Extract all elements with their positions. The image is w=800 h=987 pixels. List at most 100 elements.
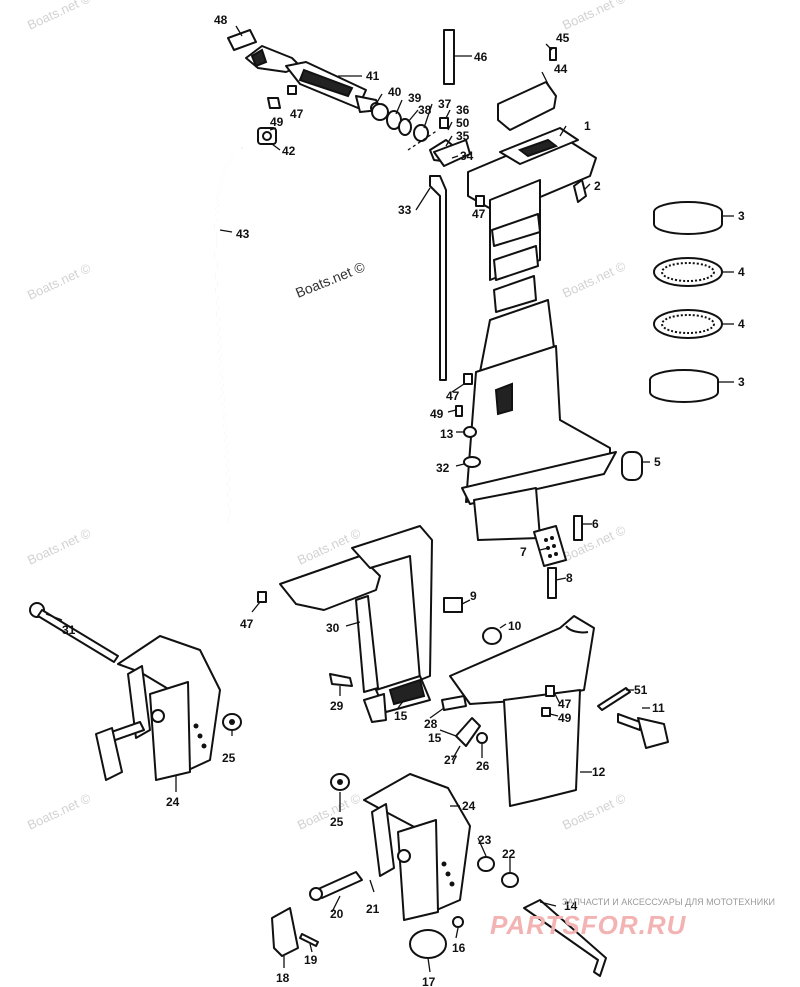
callout: 50	[456, 116, 470, 130]
watermark: Boats.net ©	[25, 525, 93, 568]
callout: 45	[556, 31, 570, 45]
stern-bracket-24-right	[363, 773, 471, 921]
shop-logo: PARTSFOR.RU	[490, 910, 687, 940]
callout: 41	[366, 69, 380, 83]
clamp-screw-20	[309, 871, 363, 901]
callout: 38	[418, 103, 432, 117]
bushing-10	[482, 627, 502, 645]
handle-18	[271, 907, 299, 957]
bolt-29	[329, 673, 353, 687]
clamp-bracket-12	[449, 615, 595, 807]
drive-shaft-housing-1	[461, 127, 617, 541]
pad-9	[443, 597, 463, 613]
washer-23	[477, 856, 495, 872]
callout: 23	[478, 833, 492, 847]
bolt-8	[547, 567, 557, 599]
callout: 24	[166, 795, 180, 809]
callout: 3	[738, 209, 745, 223]
callout: 26	[476, 759, 490, 773]
screw-47	[463, 373, 473, 385]
parts-layer	[29, 29, 723, 977]
plug-5	[621, 451, 643, 481]
callout: 16	[452, 941, 466, 955]
callout: 33	[398, 203, 412, 217]
plate-34	[433, 139, 471, 167]
callout: 47	[558, 697, 572, 711]
mount-rings	[649, 201, 723, 403]
callout: 19	[304, 953, 318, 967]
callout: 8	[566, 571, 573, 585]
stern-bracket-24-left	[117, 635, 221, 781]
bolt-31	[29, 602, 119, 663]
callout: 48	[214, 13, 228, 27]
nut-49	[455, 405, 463, 417]
callout: 14	[564, 899, 578, 913]
callout: 30	[326, 621, 340, 635]
callout: 28	[424, 717, 438, 731]
callout: 40	[388, 85, 402, 99]
rod-46	[443, 29, 455, 85]
callout: 44	[554, 62, 568, 76]
nut-49	[267, 97, 281, 109]
nut-22	[501, 872, 519, 888]
callout: 31	[62, 623, 76, 637]
callout: 39	[408, 91, 422, 105]
screw-47	[257, 591, 267, 603]
callout: 25	[222, 751, 236, 765]
screw-47	[287, 85, 297, 95]
callout: 7	[520, 545, 527, 559]
tilt-rod-14	[523, 899, 607, 977]
watermark: Boats.net ©	[25, 790, 93, 833]
lever-27	[455, 717, 481, 747]
watermark-main: Boats.net ©	[293, 258, 368, 301]
callout: 12	[592, 765, 606, 779]
cover-44	[497, 81, 557, 131]
callout: 4	[738, 265, 745, 279]
callout: 42	[282, 144, 296, 158]
washer-38	[398, 118, 412, 136]
callout: 27	[444, 753, 458, 767]
callout: 21	[366, 902, 380, 916]
watermark: Boats.net ©	[25, 0, 93, 33]
callout: 29	[330, 699, 344, 713]
callout: 15	[428, 731, 442, 745]
decal-48	[227, 29, 257, 51]
clamp-screw-left	[95, 721, 145, 781]
callout: 10	[508, 619, 522, 633]
callout: 15	[394, 709, 408, 723]
leader-lines	[45, 25, 734, 973]
callout: 37	[438, 97, 452, 111]
callout: 49	[558, 711, 572, 725]
callout: 18	[276, 971, 290, 985]
shop-watermark: ЗАПЧАСТИ И АКСЕССУАРЫ ДЛЯ МОТОТЕХНИКИ PA…	[490, 897, 775, 940]
callout: 47	[290, 107, 304, 121]
callout: 9	[470, 589, 477, 603]
shop-tagline: ЗАПЧАСТИ И АКСЕССУАРЫ ДЛЯ МОТОТЕХНИКИ	[562, 897, 775, 907]
watermark: Boats.net ©	[560, 790, 628, 833]
nut-49	[541, 707, 551, 717]
watermark: Boats.net ©	[25, 260, 93, 303]
callout: 5	[654, 455, 661, 469]
tilt-lever-11	[617, 713, 669, 749]
callout: 17	[422, 975, 436, 987]
pin-19	[299, 933, 319, 947]
callout: 49	[430, 407, 444, 421]
anode-7	[533, 525, 567, 567]
washer-37	[413, 124, 429, 142]
callout: 32	[436, 461, 450, 475]
callout: 2	[594, 179, 601, 193]
callout: 20	[330, 907, 344, 921]
callout: 51	[634, 683, 648, 697]
swivel-bracket-30	[279, 525, 433, 723]
callout: 4	[738, 317, 745, 331]
callout-layer: 48 45 46 41 44 40 39 38 37 36 47 50 49 3…	[62, 13, 745, 987]
bushing-40	[371, 103, 389, 121]
bolt-2	[573, 179, 587, 203]
watermark: Boats.net ©	[560, 0, 628, 33]
callout: 49	[270, 115, 284, 129]
screw-36	[439, 117, 449, 129]
screw-45	[549, 47, 557, 61]
callout: 34	[460, 149, 474, 163]
callout: 25	[330, 815, 344, 829]
